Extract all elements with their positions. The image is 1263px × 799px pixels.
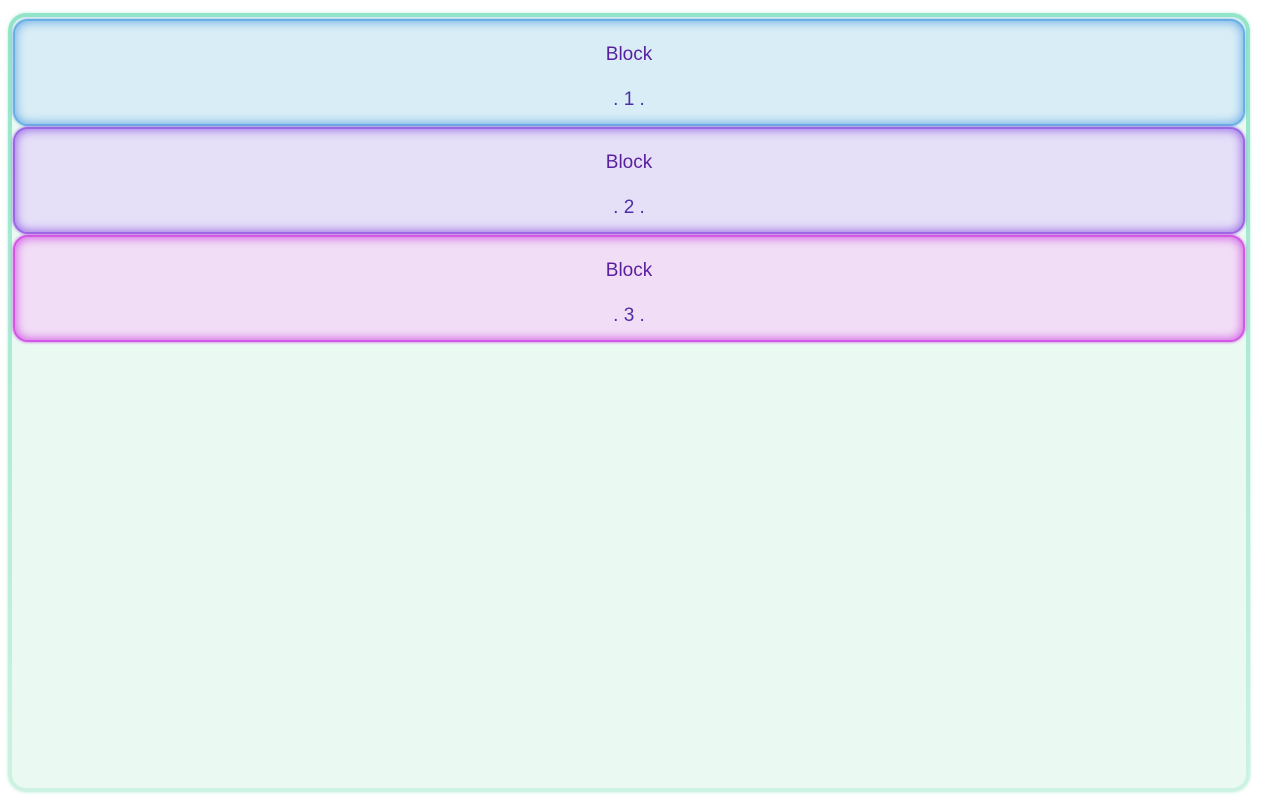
content-frame: Block . 1 . Block . 2 . Block . 3 . bbox=[8, 13, 1250, 792]
block-1: Block . 1 . bbox=[13, 19, 1245, 126]
block-1-title: Block bbox=[605, 44, 653, 65]
block-2-title: Block bbox=[605, 152, 653, 173]
content-area: Block . 1 . Block . 2 . Block . 3 . bbox=[12, 17, 1246, 788]
block-2: Block . 2 . bbox=[13, 127, 1245, 234]
block-2-number: . 2 . bbox=[613, 197, 645, 218]
block-3-title: Block bbox=[605, 260, 653, 281]
block-1-number: . 1 . bbox=[613, 89, 645, 110]
block-3-number: . 3 . bbox=[613, 305, 645, 326]
block-3: Block . 3 . bbox=[13, 235, 1245, 342]
